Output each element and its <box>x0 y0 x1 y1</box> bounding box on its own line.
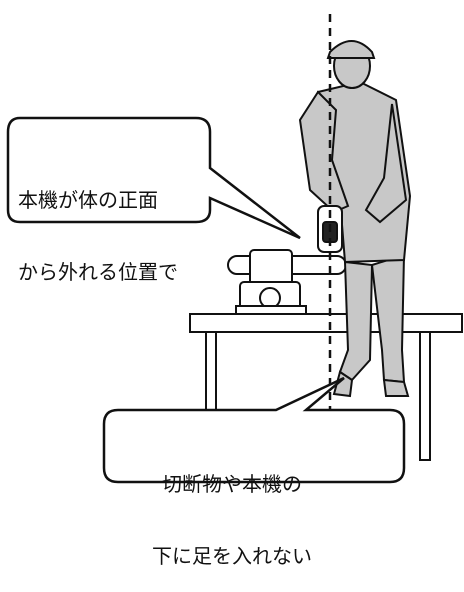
safety-illustration <box>6 14 463 484</box>
callout-bubble-upper <box>6 116 301 240</box>
callout-upper-line2: から外れる位置で <box>18 260 178 284</box>
callout-bubble-lower <box>102 376 406 484</box>
worker-figure <box>298 40 412 398</box>
callout-lower-line2: 下に足を入れない <box>152 544 312 568</box>
callout-lower-text: 切断物や本機の 下に足を入れない <box>152 424 312 592</box>
pipe-in-vise <box>227 249 347 315</box>
callout-upper-line1: 本機が体の正面 <box>18 188 158 212</box>
callout-upper-text: 本機が体の正面 から外れる位置で <box>18 140 178 308</box>
callout-lower-line1: 切断物や本機の <box>162 472 302 496</box>
